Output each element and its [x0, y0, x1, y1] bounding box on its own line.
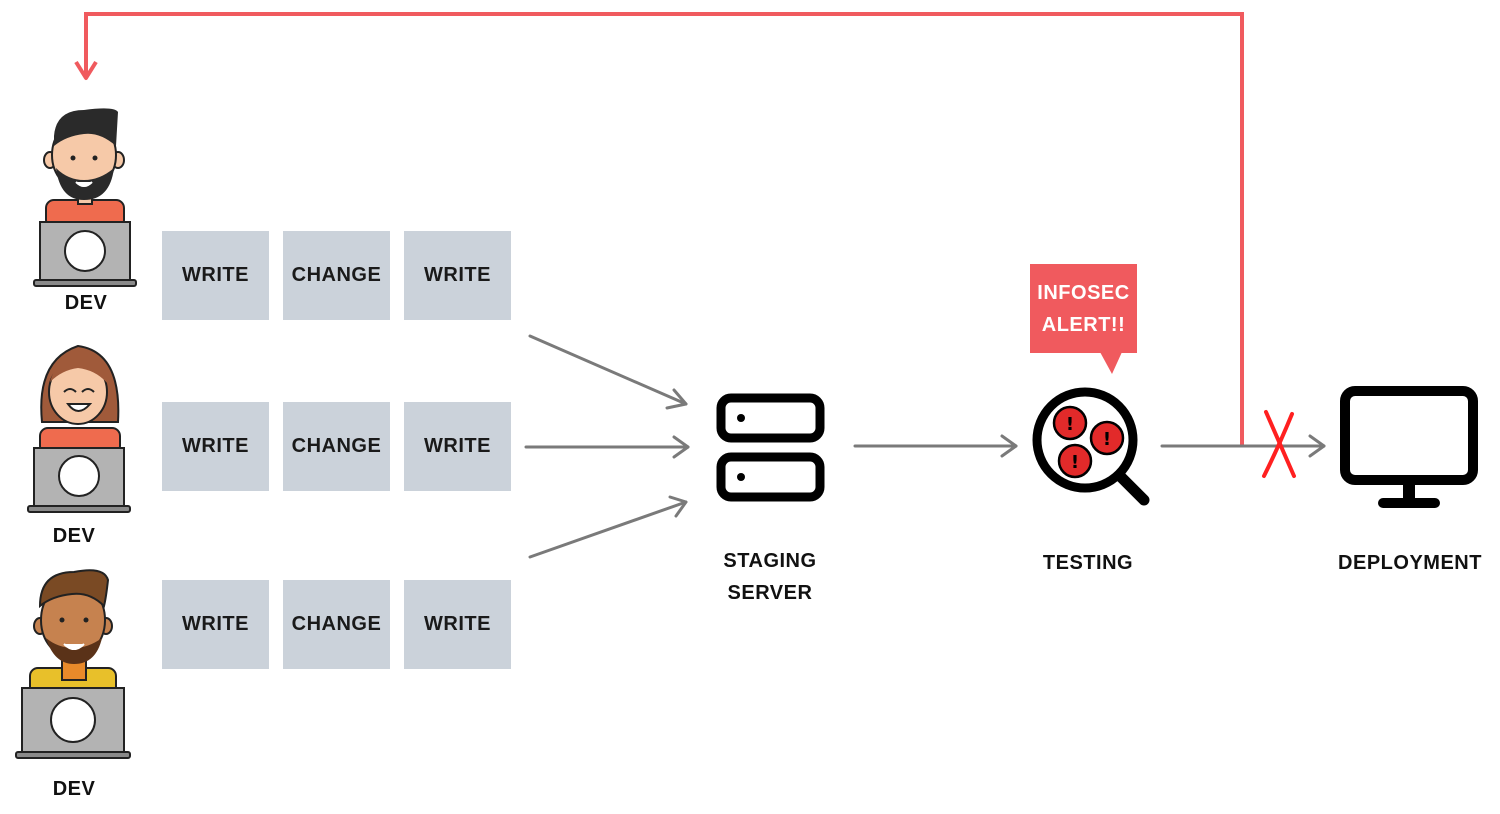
task-box: WRITE	[404, 231, 511, 320]
staging-label: STAGING SERVER	[700, 545, 840, 609]
task-box: CHANGE	[283, 402, 390, 491]
feedback-arrowhead	[74, 60, 98, 80]
svg-text:!: !	[1066, 414, 1074, 435]
task-box: WRITE	[404, 402, 511, 491]
arrow-dev1-to-staging	[528, 334, 688, 406]
dev-avatar-icon	[39, 344, 121, 455]
dev-label: DEV	[52, 525, 96, 547]
dev-avatar-icon	[29, 569, 117, 697]
task-box: WRITE	[404, 580, 511, 669]
svg-text:!: !	[1103, 429, 1111, 450]
staging-label-line1: STAGING	[723, 550, 817, 572]
laptop-icon	[15, 687, 131, 759]
arrowhead	[1308, 434, 1326, 458]
arrowhead	[1000, 434, 1018, 458]
alert-line2: ALERT!!	[1041, 313, 1126, 336]
alert-line1: INFOSEC	[1037, 281, 1130, 304]
laptop-icon	[33, 221, 137, 287]
testing-label: TESTING	[1042, 552, 1134, 574]
infosec-alert-bubble: INFOSEC ALERT!!	[1030, 264, 1137, 353]
server-icon	[716, 393, 825, 502]
feedback-loop-line	[84, 12, 1244, 446]
deployment-label: DEPLOYMENT	[1338, 552, 1482, 574]
dev-avatar-icon	[43, 108, 125, 229]
task-box: CHANGE	[283, 580, 390, 669]
blocked-x-icon	[1262, 410, 1296, 478]
task-box: WRITE	[162, 402, 269, 491]
dev-label: DEV	[52, 778, 96, 800]
task-box: CHANGE	[283, 231, 390, 320]
dev-label: DEV	[64, 292, 108, 314]
monitor-icon	[1340, 386, 1478, 508]
arrowhead	[672, 435, 690, 459]
arrowhead	[665, 388, 688, 410]
task-box: WRITE	[162, 231, 269, 320]
alert-bubble-tail	[1100, 352, 1122, 374]
arrowhead	[668, 495, 688, 518]
svg-text:!: !	[1071, 452, 1079, 473]
arrow-dev3-to-staging	[528, 500, 688, 559]
task-box: WRITE	[162, 580, 269, 669]
staging-label-line2: SERVER	[727, 582, 813, 604]
magnifier-bug-icon: ! ! !	[1032, 387, 1150, 506]
laptop-icon	[27, 447, 131, 513]
